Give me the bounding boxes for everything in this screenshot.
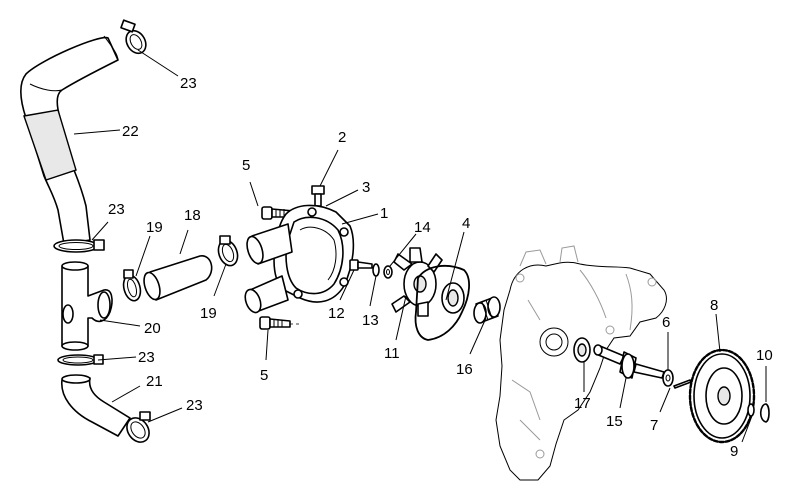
washer-9 <box>747 403 755 417</box>
lower-hose-21 <box>61 374 131 437</box>
callout-23-lower: 23 <box>138 349 155 366</box>
callout-19-left: 19 <box>146 219 163 236</box>
callout-5-lower: 5 <box>260 367 268 384</box>
callout-10: 10 <box>756 347 773 364</box>
seal-ring <box>441 282 465 314</box>
callout-14: 14 <box>414 219 431 236</box>
hose-clamp-23-bottom <box>126 411 151 443</box>
hose-clamp-19-right <box>217 235 239 267</box>
callout-5-upper: 5 <box>242 157 250 174</box>
hose-clamp-23-top <box>120 19 147 55</box>
hose-clamp-19-left <box>122 269 142 302</box>
circlip-10 <box>759 403 770 423</box>
hose-clamp-23-mid <box>53 239 105 253</box>
hose-clamp-23-lower <box>57 354 104 366</box>
pump-gear-8 <box>688 348 756 444</box>
pump-cover-1 <box>244 204 355 314</box>
gasket-4 <box>414 264 470 341</box>
callout-1: 1 <box>380 205 388 222</box>
callout-20: 20 <box>144 320 161 337</box>
callout-13: 13 <box>362 312 379 329</box>
mechanical-seal-16 <box>473 296 501 324</box>
callout-12: 12 <box>328 305 345 322</box>
callout-7: 7 <box>650 417 658 434</box>
crankcase-housing <box>495 245 667 481</box>
pin-7 <box>673 379 692 389</box>
callout-22: 22 <box>122 123 139 140</box>
callout-18: 18 <box>184 207 201 224</box>
callout-23-mid: 23 <box>108 201 125 218</box>
screw-12 <box>349 259 373 271</box>
washer-13 <box>372 263 380 277</box>
pump-shaft-15 <box>593 344 665 379</box>
callout-9: 9 <box>730 443 738 460</box>
bolt-2 <box>311 185 325 207</box>
callout-15: 15 <box>606 413 623 430</box>
callout-16: 16 <box>456 361 473 378</box>
callout-labels: 23 22 23 19 18 19 20 23 21 23 5 5 2 3 1 … <box>108 75 773 460</box>
callout-21: 21 <box>146 373 163 390</box>
callout-19-right: 19 <box>200 305 217 322</box>
t-fitting-20 <box>61 261 113 351</box>
callout-11: 11 <box>384 345 400 362</box>
short-hose-18 <box>143 255 213 301</box>
screw-5-lower <box>259 316 291 330</box>
callout-2: 2 <box>338 129 346 146</box>
callout-17: 17 <box>574 395 591 412</box>
callout-8: 8 <box>710 297 718 314</box>
callout-6: 6 <box>662 314 670 331</box>
washer-14 <box>383 265 393 279</box>
leader-lines <box>73 49 767 443</box>
upper-hose-22 <box>19 35 119 245</box>
callout-23-top: 23 <box>180 75 197 92</box>
callout-23-bottom: 23 <box>186 397 203 414</box>
callout-3: 3 <box>362 179 370 196</box>
bearing-17 <box>573 337 591 363</box>
washer-6 <box>662 369 674 387</box>
callout-4: 4 <box>462 215 470 232</box>
